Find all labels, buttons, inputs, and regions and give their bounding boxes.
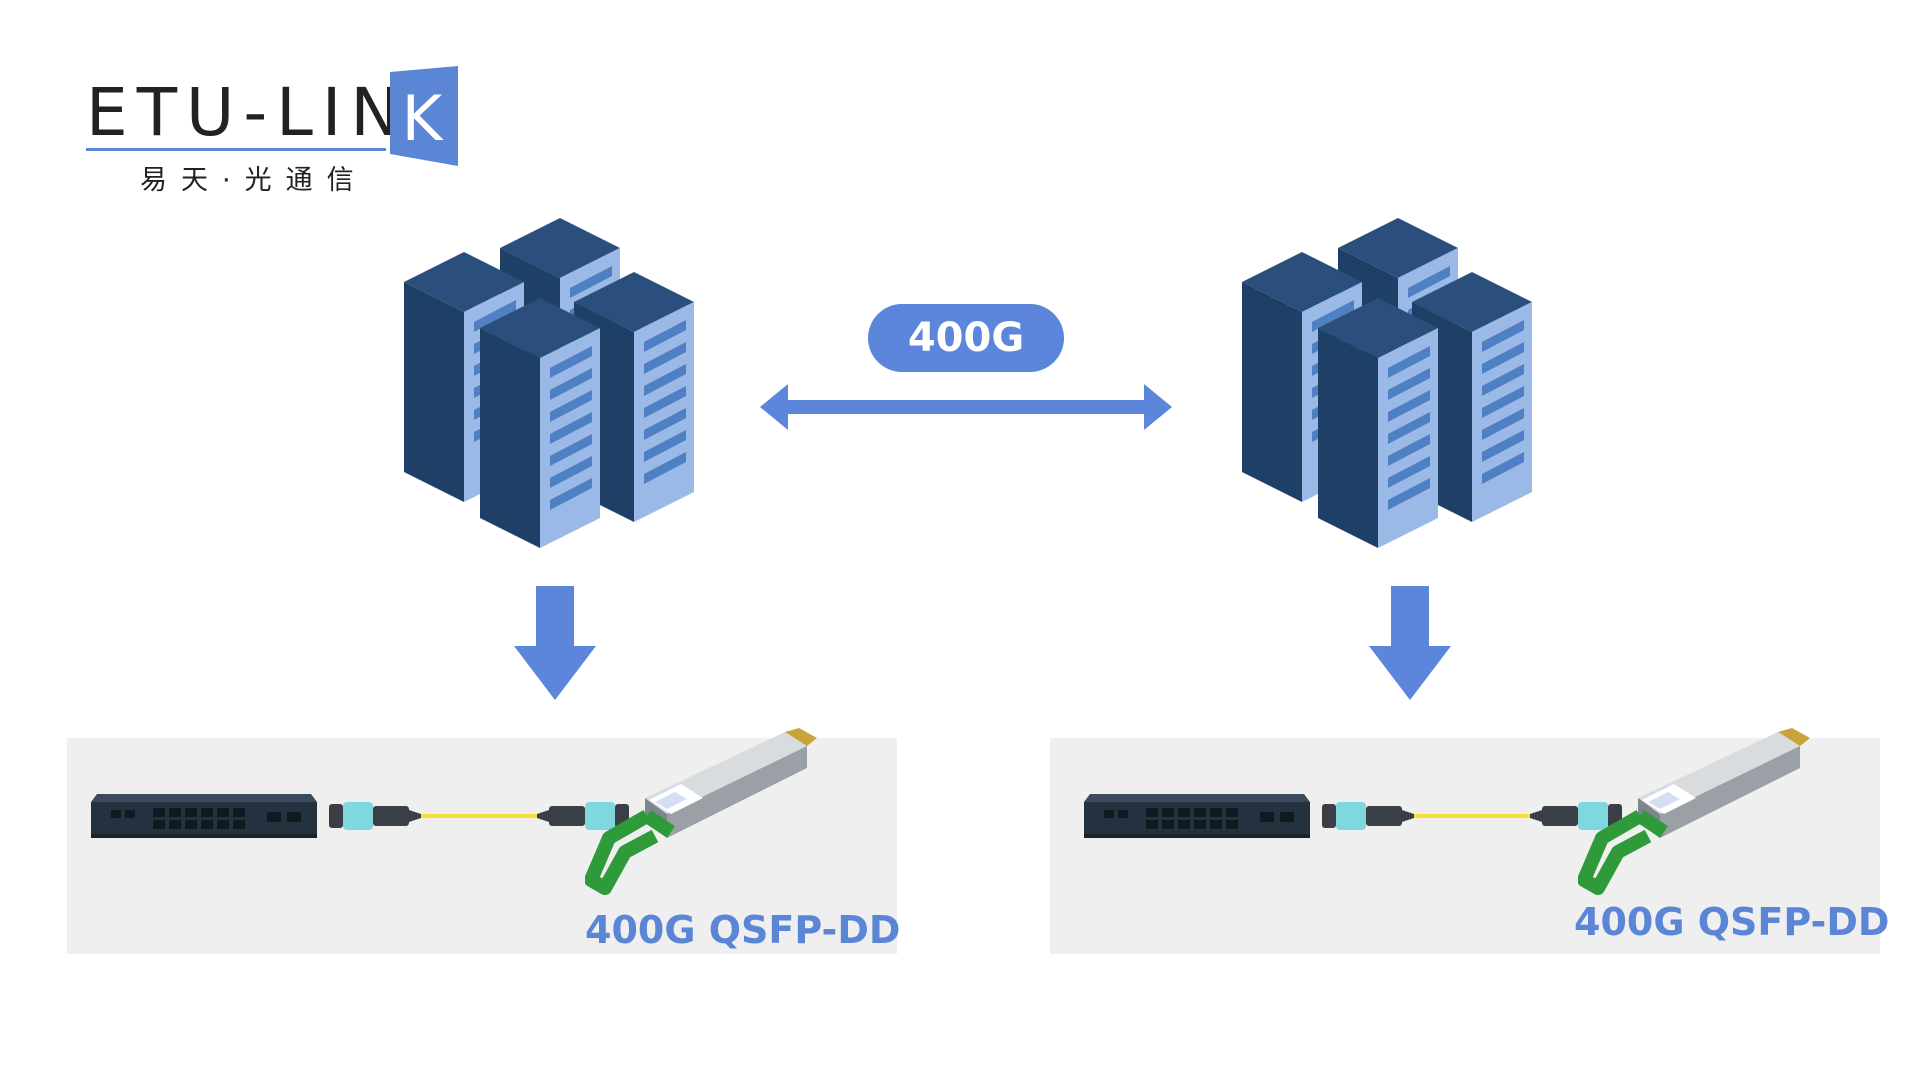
speed-label-badge: 400G: [868, 304, 1064, 372]
server-rack: [1318, 298, 1438, 548]
qsfp-dd-module-icon: [1578, 728, 1810, 895]
module-label: 400G QSFP-DD: [585, 908, 901, 952]
transceiver-panel: 400G QSFP-DD: [67, 728, 901, 954]
down-arrow-icon: [1369, 586, 1451, 700]
logo-subtitle: 易天·光通信: [140, 165, 368, 196]
double-arrow-icon: [760, 384, 1172, 430]
company-logo: ETU-LIN K 易天·光通信: [86, 66, 458, 196]
module-label: 400G QSFP-DD: [1574, 900, 1890, 944]
transceiver-panel: 400G QSFP-DD: [1050, 728, 1889, 954]
network-switch-icon: [1084, 794, 1310, 838]
server-rack: [480, 298, 600, 548]
server-cluster-icon: [1242, 218, 1532, 548]
logo-k-badge: K: [390, 66, 458, 166]
server-cluster-icon: [404, 218, 694, 548]
qsfp-dd-module-icon: [585, 728, 817, 895]
logo-k-letter: K: [402, 82, 444, 155]
logo-underline: [86, 148, 386, 151]
mpo-fiber-cable-icon: [1322, 802, 1622, 830]
down-arrow-icon: [514, 586, 596, 700]
network-switch-icon: [91, 794, 317, 838]
mpo-fiber-cable-icon: [329, 802, 629, 830]
logo-brand-text: ETU-LIN: [86, 74, 409, 151]
